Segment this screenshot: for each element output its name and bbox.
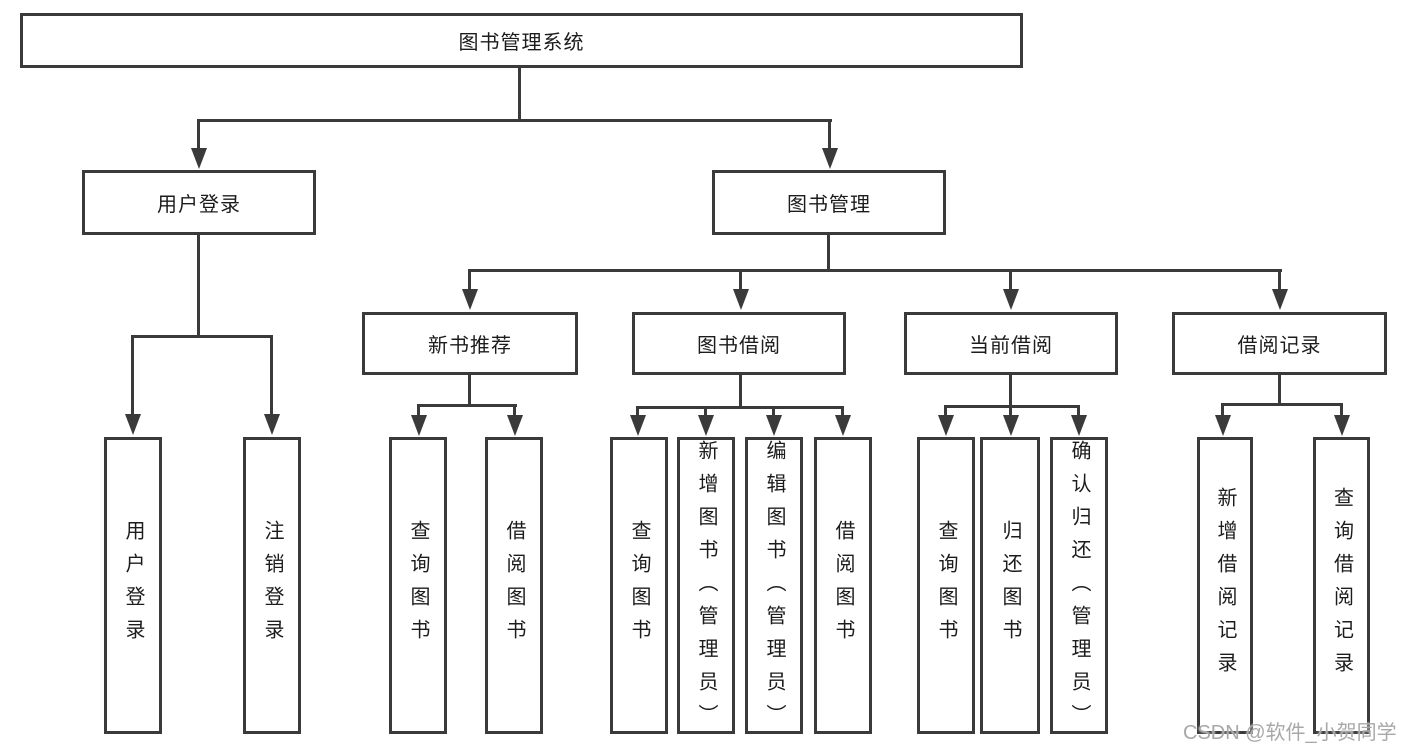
leaf-borrow-query-books: 查询图书 <box>610 437 668 734</box>
leaf-recommend-query-books-label: 查询图书 <box>407 519 429 652</box>
watermark: CSDN @软件_小贺同学 <box>1183 722 1397 744</box>
leaf-confirm-return-admin-label: 确认归还（管理员） <box>1068 440 1090 737</box>
connector-line <box>1221 403 1343 406</box>
arrow-head-icon <box>1003 289 1019 310</box>
node-current-borrow-label: 当前借阅 <box>969 335 1053 357</box>
arrow-head-icon <box>507 415 523 436</box>
arrow-head-icon <box>822 148 838 169</box>
leaf-borrow-query-books-label: 查询图书 <box>628 519 650 652</box>
node-book-management: 图书管理 <box>712 170 946 235</box>
connector-line <box>131 335 134 416</box>
connector-line <box>739 375 742 409</box>
connector-line <box>513 404 516 416</box>
connector-line <box>131 335 273 338</box>
connector-line <box>739 269 742 292</box>
arrow-head-icon <box>938 415 954 436</box>
connector-line <box>1278 375 1281 406</box>
connector-line <box>197 119 832 122</box>
node-root-label: 图书管理系统 <box>458 32 585 54</box>
arrow-head-icon <box>1272 289 1288 310</box>
leaf-add-books-admin-label: 新增图书（管理员） <box>695 440 717 737</box>
leaf-logout: 注销登录 <box>243 437 301 734</box>
connector-line <box>468 375 471 407</box>
arrow-head-icon <box>1003 415 1019 436</box>
arrow-head-icon <box>1334 415 1350 436</box>
leaf-query-borrow-record-label: 查询借阅记录 <box>1330 486 1353 685</box>
connector-line <box>197 235 200 338</box>
leaf-current-query-books: 查询图书 <box>917 437 975 734</box>
node-borrow-records: 借阅记录 <box>1172 312 1387 375</box>
connector-line <box>1278 269 1281 292</box>
arrow-head-icon <box>766 415 782 436</box>
leaf-current-query-books-label: 查询图书 <box>935 519 957 652</box>
connector-line <box>828 119 831 151</box>
connector-line <box>417 404 420 416</box>
leaf-confirm-return-admin: 确认归还（管理员） <box>1050 437 1108 737</box>
connector-line <box>944 405 947 416</box>
node-new-book-recommend: 新书推荐 <box>362 312 578 375</box>
leaf-user-login: 用户登录 <box>104 437 162 734</box>
connector-line <box>944 405 1080 408</box>
arrow-head-icon <box>462 289 478 310</box>
connector-line <box>417 404 517 407</box>
leaf-logout-label: 注销登录 <box>261 519 283 652</box>
node-book-borrow: 图书借阅 <box>632 312 846 375</box>
connector-line <box>1340 403 1343 416</box>
arrow-head-icon <box>733 289 749 310</box>
connector-line <box>1009 375 1012 408</box>
connector-line <box>1221 403 1224 416</box>
leaf-return-books: 归还图书 <box>980 437 1040 734</box>
connector-line <box>468 269 471 292</box>
leaf-user-login-label: 用户登录 <box>122 519 144 652</box>
leaf-add-books-admin: 新增图书（管理员） <box>677 437 735 737</box>
leaf-borrow-books: 借阅图书 <box>814 437 872 734</box>
arrow-head-icon <box>264 414 280 435</box>
node-borrow-records-label: 借阅记录 <box>1237 335 1322 357</box>
node-book-management-label: 图书管理 <box>787 194 871 216</box>
connector-line <box>827 235 830 272</box>
leaf-add-borrow-record: 新增借阅记录 <box>1197 437 1253 734</box>
connector-line <box>270 335 273 416</box>
connector-line <box>1009 405 1012 416</box>
connector-line <box>197 119 200 151</box>
arrow-head-icon <box>630 415 646 436</box>
connector-line <box>636 406 844 409</box>
arrow-head-icon <box>1071 415 1087 436</box>
leaf-add-borrow-record-label: 新增借阅记录 <box>1214 486 1236 685</box>
node-root: 图书管理系统 <box>20 13 1023 68</box>
node-new-book-recommend-label: 新书推荐 <box>428 335 512 357</box>
arrow-head-icon <box>411 415 427 436</box>
leaf-query-borrow-record: 查询借阅记录 <box>1313 437 1370 734</box>
node-user-login: 用户登录 <box>82 170 316 235</box>
leaf-borrow-books-label: 借阅图书 <box>832 519 854 652</box>
connector-line <box>772 406 775 416</box>
arrow-head-icon <box>835 415 851 436</box>
node-current-borrow: 当前借阅 <box>904 312 1118 375</box>
connector-line <box>518 66 521 122</box>
arrow-head-icon <box>191 148 207 169</box>
connector-line <box>636 406 639 416</box>
node-user-login-label: 用户登录 <box>157 194 241 216</box>
connector-line <box>1009 269 1012 292</box>
leaf-return-books-label: 归还图书 <box>999 519 1021 652</box>
node-book-borrow-label: 图书借阅 <box>697 335 781 357</box>
leaf-recommend-borrow-books-label: 借阅图书 <box>503 519 525 652</box>
leaf-edit-books-admin-label: 编辑图书（管理员） <box>763 440 785 737</box>
connector-line <box>1077 405 1080 416</box>
connector-line <box>704 406 707 416</box>
connector-line <box>468 269 1282 272</box>
arrow-head-icon <box>698 415 714 436</box>
leaf-edit-books-admin: 编辑图书（管理员） <box>745 437 803 737</box>
connector-line <box>841 406 844 416</box>
arrow-head-icon <box>1215 415 1231 436</box>
leaf-recommend-query-books: 查询图书 <box>389 437 447 734</box>
arrow-head-icon <box>125 414 141 435</box>
leaf-recommend-borrow-books: 借阅图书 <box>485 437 543 734</box>
